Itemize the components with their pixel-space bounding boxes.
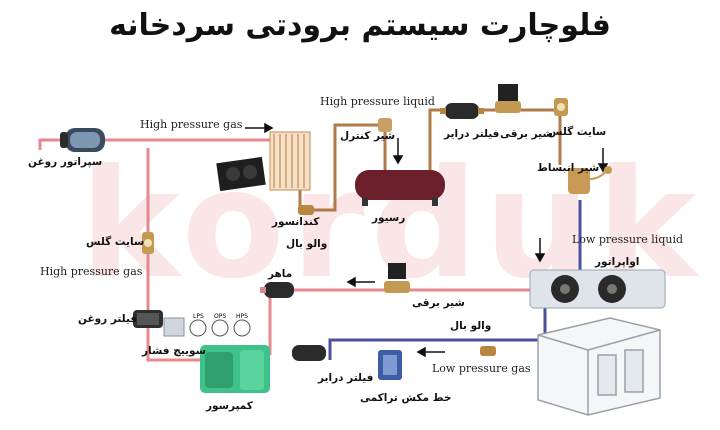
label-receiver: رسیور bbox=[372, 212, 406, 224]
label-accumulator: خط مکش تراکمی bbox=[360, 392, 452, 404]
filter-drier-bottom bbox=[292, 345, 326, 361]
expansion-valve bbox=[568, 166, 612, 194]
label-pressure-switch: سوییچ فشار bbox=[142, 345, 206, 357]
label-expansion-valve: شیر انبساط bbox=[537, 162, 600, 174]
sight-glass-top bbox=[554, 98, 568, 116]
pipe-oilsep-return bbox=[38, 138, 62, 150]
filter-drier-top bbox=[440, 103, 484, 119]
label-filter-drier-top: فیلتر درایر bbox=[444, 128, 500, 140]
solenoid-valve-top bbox=[495, 84, 521, 113]
oil-separator bbox=[60, 128, 105, 152]
gauge-label-ops: OPS bbox=[214, 313, 226, 320]
gauges: LPS OPS HPS bbox=[189, 313, 251, 337]
label-lp-liquid: Low pressure liquid bbox=[572, 233, 684, 246]
oil-filter bbox=[133, 310, 163, 328]
condenser bbox=[216, 131, 311, 192]
label-suction-filter: ماهر bbox=[268, 268, 293, 280]
evaporator bbox=[529, 269, 666, 309]
page-title: فلوچارت سیستم برودتی سردخانه bbox=[109, 8, 611, 43]
label-sight-glass-left: سایت گلس bbox=[86, 236, 145, 248]
label-ball-valve-top: والو بال bbox=[286, 238, 328, 250]
sight-glass-left bbox=[142, 232, 154, 254]
pipe-suction-return bbox=[328, 305, 547, 360]
compressor bbox=[200, 345, 270, 393]
label-hp-gas-left: High pressure gas bbox=[40, 265, 143, 278]
cold-room bbox=[537, 317, 661, 416]
hot-gas-lines bbox=[38, 138, 275, 362]
label-evaporator: اواپراتور bbox=[595, 256, 640, 268]
label-sight-glass-top: سایت گلس bbox=[548, 126, 607, 138]
label-lp-gas: Low pressure gas bbox=[432, 362, 531, 375]
ball-valve-bottom bbox=[480, 346, 496, 356]
label-compressor: کمپرسور bbox=[206, 400, 253, 412]
receiver bbox=[355, 170, 445, 206]
label-ball-valve-bottom: والو بال bbox=[450, 320, 492, 332]
label-condenser: کندانسور bbox=[272, 216, 320, 228]
accumulator bbox=[378, 350, 402, 380]
label-hp-liquid: High pressure liquid bbox=[320, 95, 435, 108]
solenoid-valve-bottom bbox=[384, 263, 410, 293]
label-oil-filter: فیلتر روغن bbox=[78, 313, 138, 325]
gauge-label-hps: HPS bbox=[236, 313, 248, 320]
label-solenoid-bottom: شیر برقی bbox=[412, 297, 465, 309]
gauge-label-lps: LPS bbox=[193, 313, 204, 320]
label-filter-drier-bottom: فیلتر درایر bbox=[318, 372, 374, 384]
label-solenoid-top: شیر برقی bbox=[500, 128, 553, 140]
label-control-valve: شیر کنترل bbox=[340, 130, 396, 142]
label-hp-gas-top: High pressure gas bbox=[140, 118, 243, 131]
ball-valve-top bbox=[298, 205, 314, 215]
control-valve bbox=[378, 118, 392, 132]
label-oil-separator: سپراتور روغن bbox=[28, 156, 103, 168]
suction-filter bbox=[260, 282, 294, 298]
pipe-left-vertical bbox=[146, 148, 205, 362]
pressure-switch bbox=[163, 317, 185, 337]
flow-arrows bbox=[245, 122, 609, 358]
